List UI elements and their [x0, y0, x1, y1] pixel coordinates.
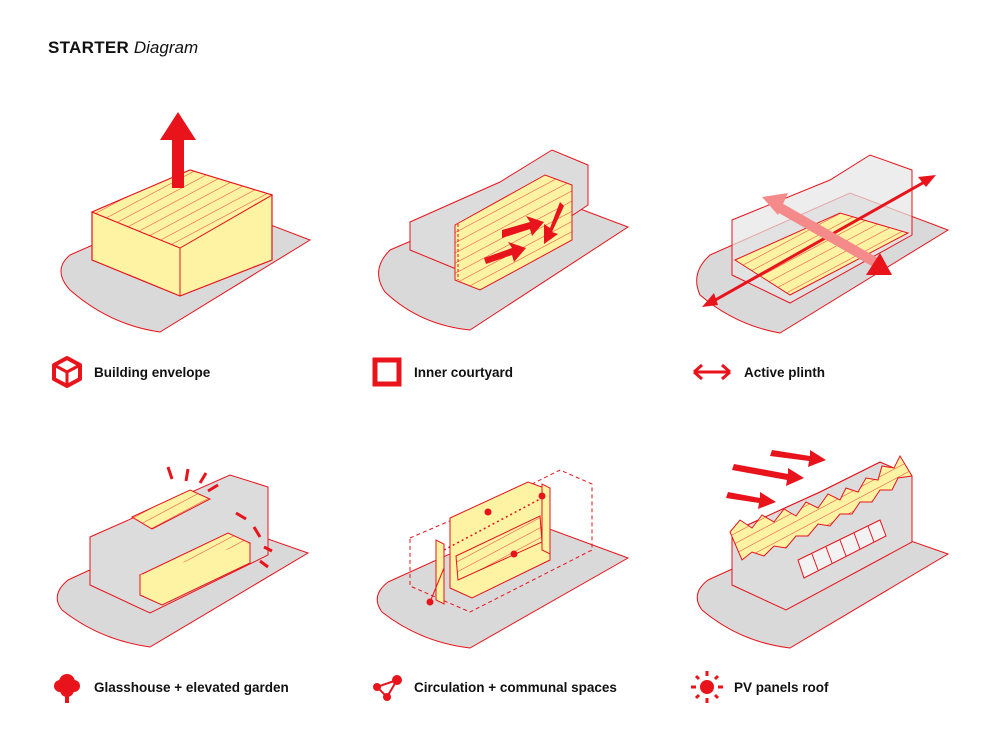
square-outline-icon	[370, 355, 404, 389]
double-arrow-icon	[690, 355, 734, 389]
inner-courtyard-diagram	[360, 130, 650, 340]
building-envelope-diagram	[40, 100, 330, 340]
circulation-communal-diagram	[360, 450, 650, 655]
cube-icon	[50, 355, 84, 389]
legend-label: Glasshouse + elevated garden	[94, 679, 289, 695]
legend-label: PV panels roof	[734, 679, 829, 695]
sun-icon	[690, 670, 724, 704]
legend-inner-courtyard: Inner courtyard	[370, 355, 513, 389]
legend-glasshouse-garden: Glasshouse + elevated garden	[50, 670, 289, 704]
legend-label: Circulation + communal spaces	[414, 679, 617, 695]
page-title: STARTER Diagram	[48, 38, 198, 58]
active-plinth-diagram	[680, 125, 970, 345]
tree-icon	[50, 670, 84, 704]
legend-label: Active plinth	[744, 364, 826, 380]
legend-label: Inner courtyard	[414, 364, 514, 380]
legend-pv-panels: PV panels roof	[690, 670, 829, 704]
pv-panels-roof-diagram	[680, 440, 970, 655]
legend-active-plinth: Active plinth	[690, 355, 825, 389]
legend-building-envelope: Building envelope	[50, 355, 210, 389]
title-italic: Diagram	[133, 38, 199, 57]
legend-label: Building envelope	[94, 364, 211, 380]
network-nodes-icon	[370, 670, 404, 704]
glasshouse-garden-diagram	[40, 455, 330, 655]
title-bold: STARTER	[48, 38, 130, 57]
legend-circulation-communal: Circulation + communal spaces	[370, 670, 617, 704]
